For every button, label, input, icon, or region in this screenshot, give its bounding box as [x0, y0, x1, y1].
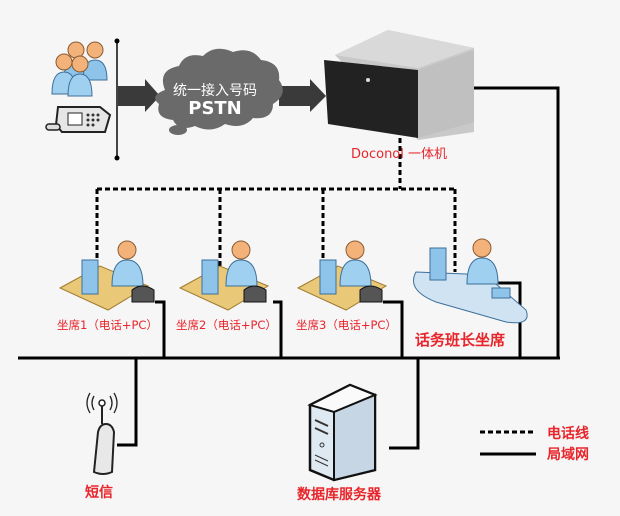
server-chassis-icon — [324, 30, 474, 140]
lan-line-server — [474, 86, 560, 358]
legend-label-phone-line: 电话线 — [547, 426, 589, 442]
seat1-label: 坐席1（电话+PC） — [57, 318, 158, 332]
arrow-to-server — [279, 79, 326, 112]
seat3-workstation-icon — [296, 240, 388, 311]
pstn-cloud — [155, 48, 283, 130]
sms-antenna-icon — [86, 392, 118, 475]
seat1-workstation-icon — [58, 240, 155, 311]
sms-label: 短信 — [85, 485, 113, 501]
supervisor-label: 话务班长坐席 — [415, 331, 506, 349]
arrow-to-pstn — [118, 79, 160, 112]
server-label: Doconol 一体机 — [351, 147, 448, 162]
seat2-label: 坐席2（电话+PC） — [176, 318, 277, 332]
phone-lines — [95, 138, 457, 272]
customers-icon — [51, 41, 108, 97]
cloud-label-line2: PSTN — [188, 98, 242, 119]
supervisor-workstation-icon — [413, 238, 528, 324]
telephone-icon — [45, 106, 112, 133]
database-server-icon — [307, 383, 378, 482]
seat3-label: 坐席3（电话+PC） — [296, 318, 397, 332]
legend-label-lan: 局域网 — [547, 447, 589, 463]
seat2-workstation-icon — [178, 240, 270, 311]
cloud-label-line1: 统一接入号码 — [173, 83, 257, 99]
db-server-label: 数据库服务器 — [297, 487, 381, 503]
